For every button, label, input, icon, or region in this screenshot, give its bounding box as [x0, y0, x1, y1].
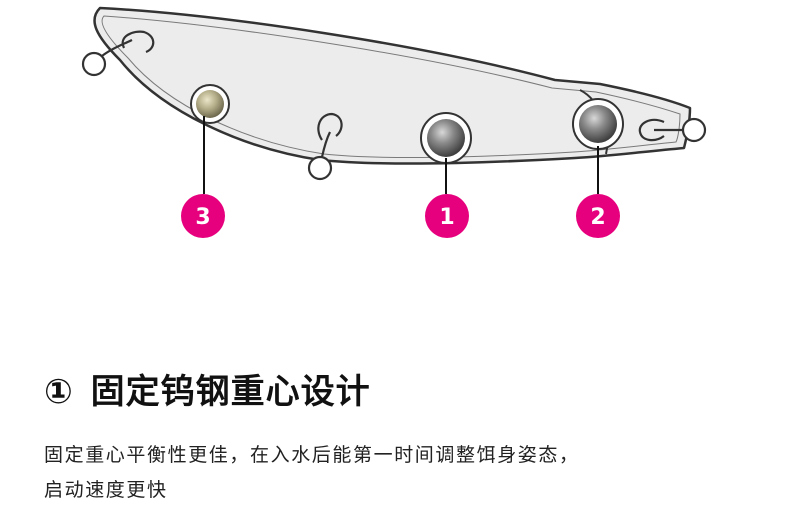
- marker-2-label: 2: [590, 205, 605, 230]
- lure-diagram: 3 1 2: [81, 6, 707, 238]
- weight-ball-1: [420, 112, 472, 164]
- marker-2: 2: [576, 194, 620, 238]
- heading-title: 固定钨钢重心设计: [90, 372, 371, 412]
- marker-3: 3: [181, 194, 225, 238]
- belly-eye-icon: [307, 112, 343, 181]
- description-line-2: 启动速度更快: [44, 479, 168, 501]
- section-heading: ① 固定钨钢重心设计: [44, 364, 371, 413]
- tail-eye-icon: [638, 117, 707, 143]
- marker-1: 1: [425, 194, 469, 238]
- description: 固定重心平衡性更佳，在入水后能第一时间调整饵身姿态， 启动速度更快: [44, 438, 754, 508]
- description-line-1: 固定重心平衡性更佳，在入水后能第一时间调整饵身姿态，: [44, 444, 580, 466]
- heading-number: ①: [44, 372, 74, 412]
- marker-3-label: 3: [195, 205, 210, 230]
- tow-eye-icon: [81, 30, 155, 77]
- weight-ball-2: [572, 98, 624, 150]
- marker-1-label: 1: [439, 205, 454, 230]
- weight-ball-3: [190, 84, 230, 124]
